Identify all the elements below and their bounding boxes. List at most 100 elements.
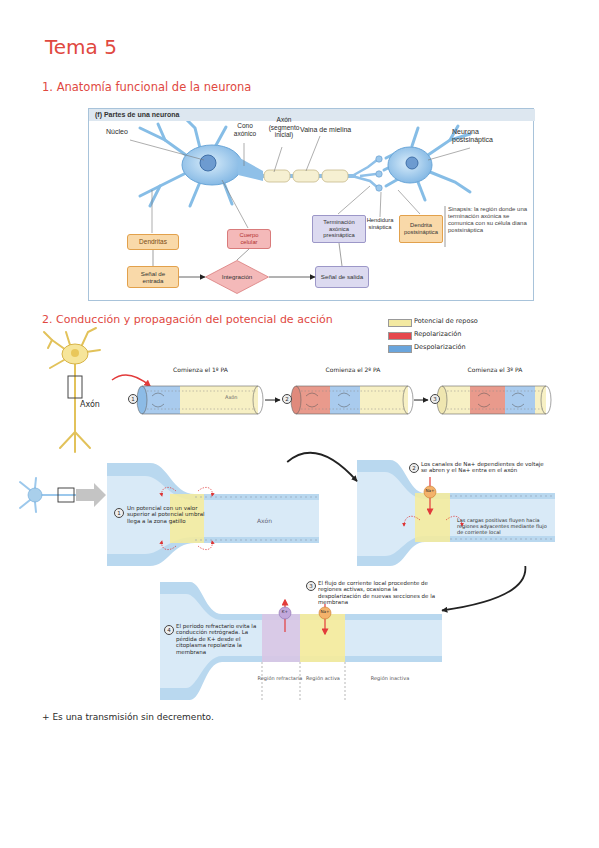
postsynaptic-body xyxy=(388,147,432,183)
block-arrow xyxy=(76,483,106,507)
block-arrow xyxy=(76,483,106,507)
node-label: Dendritas xyxy=(131,238,175,246)
leader-line xyxy=(338,186,370,214)
callout-number: 2 xyxy=(409,463,419,473)
part-label: Sinapsis: la región donde una terminació… xyxy=(448,206,530,234)
note-text: Región refractaria xyxy=(256,676,304,682)
callout-number: 2 xyxy=(282,394,292,404)
dendrite xyxy=(140,172,188,196)
note-text: Comienza el 2º PA xyxy=(298,366,408,373)
leader-line xyxy=(398,190,420,214)
note-text: K+ xyxy=(279,610,291,615)
local-current xyxy=(306,404,318,407)
terminal-bulb xyxy=(376,156,382,162)
part-label: Cono axónico xyxy=(228,122,262,137)
callout-number: 3 xyxy=(430,394,440,404)
leader-line xyxy=(380,192,381,217)
part-label: + Es una transmisión sin decremento. xyxy=(42,712,362,723)
neuron-icon-body xyxy=(28,488,42,502)
note-text: Las cargas positivas fluyen hacia region… xyxy=(457,518,547,536)
membrane-charge xyxy=(147,391,256,392)
illustration-panel: Comienza el 2º PA 2 xyxy=(280,366,414,420)
part-label: Núcleo xyxy=(106,128,146,136)
note-text: Na+ xyxy=(424,489,436,494)
cylinder-outline xyxy=(137,386,147,414)
cylinder-outline xyxy=(442,414,546,415)
membrane-charge xyxy=(450,496,555,539)
membrane-charge xyxy=(195,497,319,540)
local-current xyxy=(512,404,524,407)
active-zone xyxy=(415,493,450,542)
callout-number: 4 xyxy=(164,625,174,635)
current-arrow xyxy=(404,516,420,526)
neuron-sketch xyxy=(74,432,76,452)
axon-segment xyxy=(107,463,319,566)
ion-channel xyxy=(424,486,436,498)
dendrite xyxy=(184,117,200,148)
note-text: El flujo de corriente local procedente d… xyxy=(318,580,440,606)
illustration-panel: 2Los canales de Na+ dependientes de volt… xyxy=(357,460,555,566)
dendrite xyxy=(150,186,160,206)
myelin-sheath xyxy=(293,170,319,182)
leader-line xyxy=(244,143,245,166)
axon-cylinder xyxy=(142,386,180,414)
part-label: Vaina de mielina xyxy=(300,126,364,134)
axon-terminal xyxy=(352,160,377,187)
neuron-sketch xyxy=(48,340,52,348)
terminal-bulb xyxy=(376,171,382,177)
node-label: Señal de entrada xyxy=(131,270,175,285)
part-label: Axón (segmento inicial) xyxy=(264,116,304,139)
ion-channel xyxy=(279,607,291,619)
neuron-sketch-body xyxy=(62,344,88,364)
part-label: Hendidura sináptica xyxy=(364,217,396,231)
membrane-charge xyxy=(450,539,555,540)
active-zone xyxy=(415,493,450,542)
node-label: Cuerpo celular xyxy=(231,232,267,246)
membrane-charge xyxy=(195,540,319,541)
process-box: Señal de entrada xyxy=(127,266,179,288)
process-box: Dendrita postsináptica xyxy=(399,215,443,243)
callout-number: 3 xyxy=(306,581,316,591)
note-text: Un potencial con un valor superior al po… xyxy=(127,505,209,524)
cylinder-outline xyxy=(137,386,551,414)
terminal-bulb xyxy=(376,185,382,191)
local-current xyxy=(478,404,490,407)
axon-segment xyxy=(160,582,442,700)
connector-arrow xyxy=(269,277,315,278)
region-divider xyxy=(262,662,263,702)
note-text: (f) Partes de una neurona xyxy=(89,109,535,121)
cylinder-outline xyxy=(142,386,258,387)
note-text: Los canales de Na+ dependientes de volta… xyxy=(421,461,549,474)
ion-channel xyxy=(279,607,331,619)
membrane-charge xyxy=(301,391,406,392)
connector-arrow xyxy=(414,400,428,401)
axon-hillock xyxy=(238,157,263,181)
ion-channel xyxy=(319,607,331,619)
legend-swatch xyxy=(388,345,412,353)
axon-terminal xyxy=(360,174,376,176)
region-band xyxy=(262,614,345,662)
axon-segment xyxy=(107,476,319,554)
region-divider xyxy=(262,662,345,702)
neuron-icon-body xyxy=(28,488,42,502)
decision-diamond: Integración xyxy=(205,260,269,294)
neuron-icon xyxy=(20,500,30,508)
membrane-charge xyxy=(147,409,256,410)
region-divider xyxy=(300,662,301,702)
region-band xyxy=(262,614,300,662)
terminal-bulb xyxy=(376,156,382,191)
connector-line xyxy=(339,243,342,266)
local-current xyxy=(478,393,490,396)
axon-cylinder xyxy=(470,386,505,414)
legend-text: Despolarización xyxy=(414,344,466,352)
myelin-sheath xyxy=(264,170,290,182)
cylinder-outline xyxy=(442,386,546,387)
connector-arrow xyxy=(442,566,525,611)
leader-line xyxy=(428,148,470,160)
node-label: Señal de salida xyxy=(319,273,365,280)
postsynaptic-body xyxy=(406,157,418,169)
illustration-panel: Comienza el 1º PA1Axón xyxy=(125,366,265,420)
connector-arrow xyxy=(265,400,280,401)
axon-cylinder xyxy=(360,386,408,414)
